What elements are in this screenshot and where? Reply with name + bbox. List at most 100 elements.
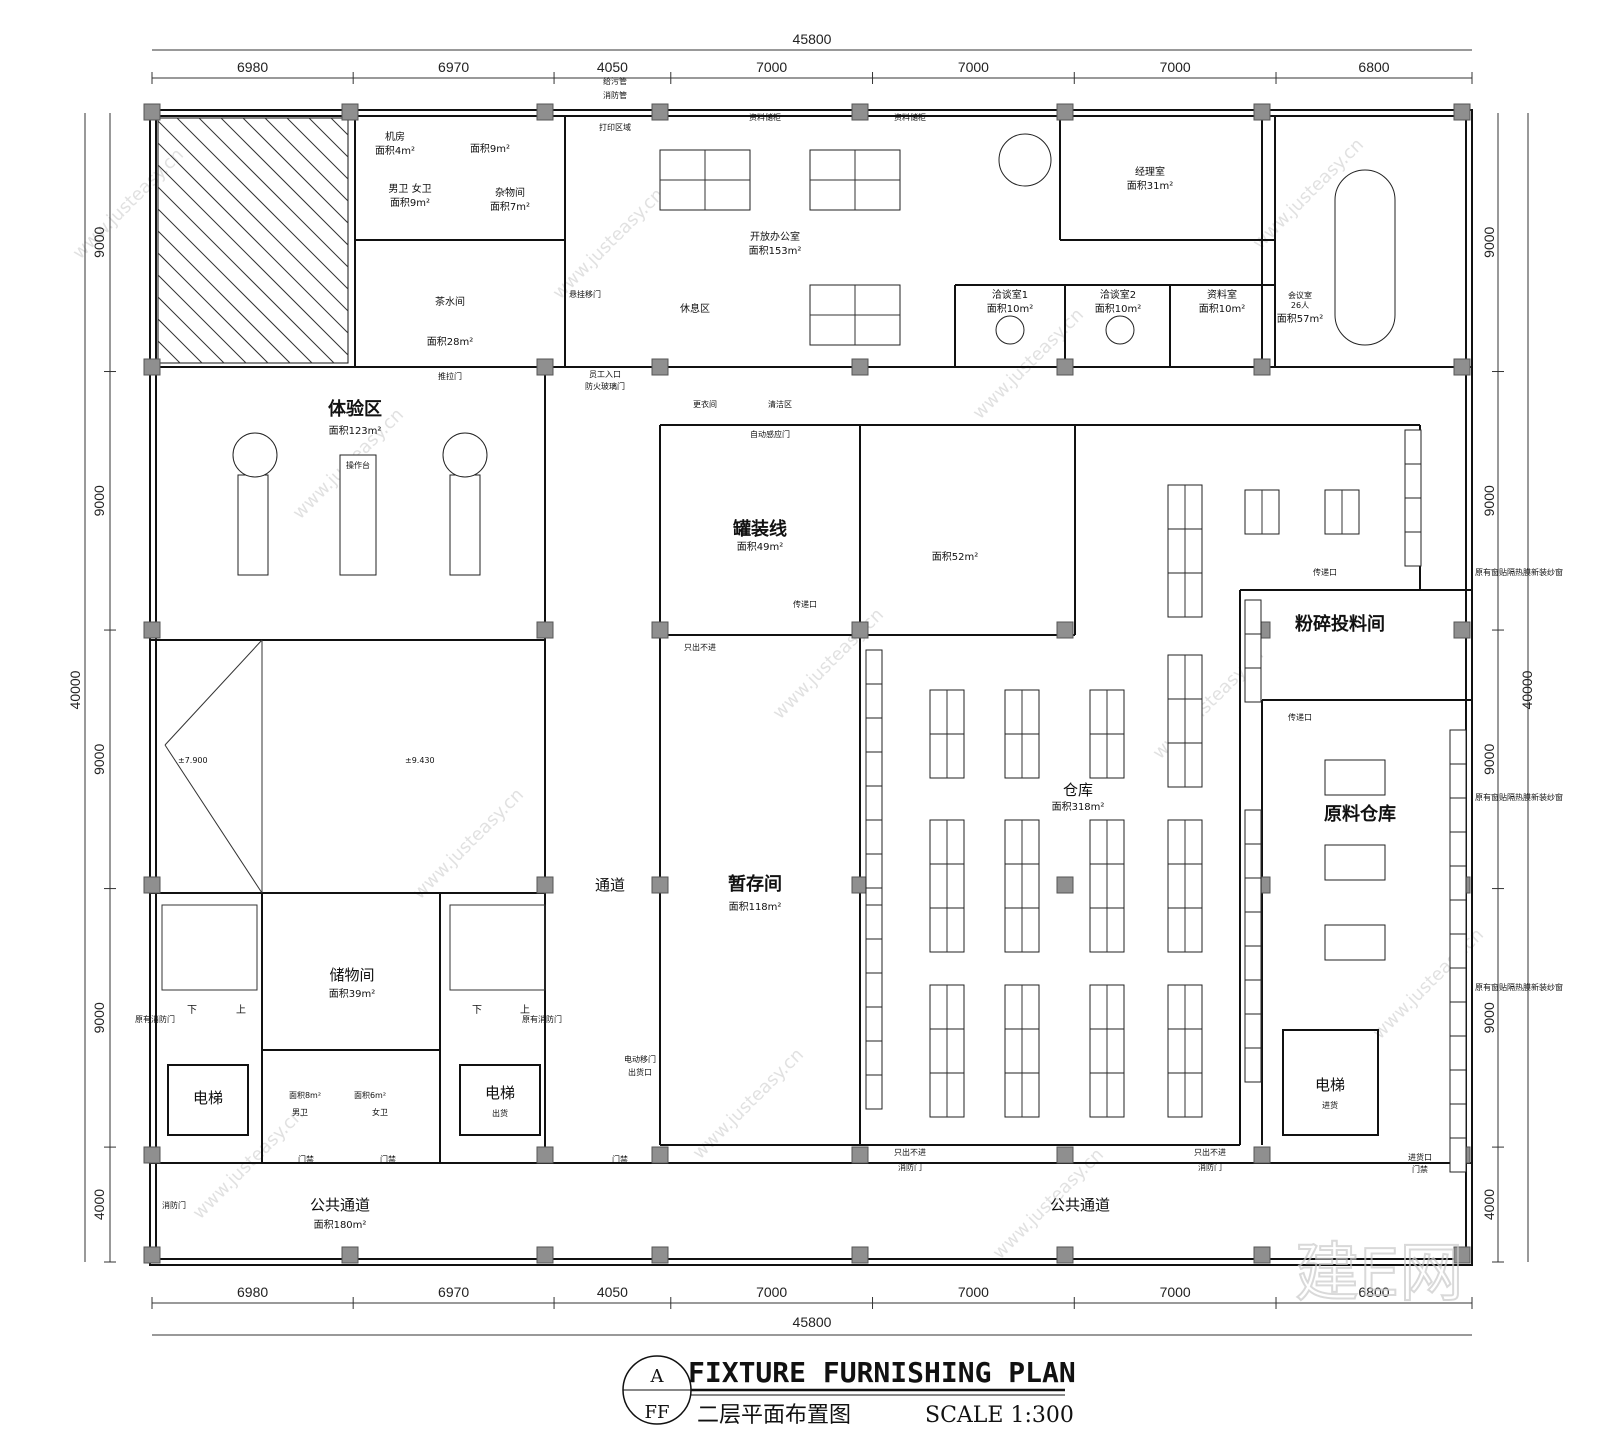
column (651, 621, 669, 639)
dim-label: 7000 (958, 59, 989, 75)
elevator-cab-3 (1282, 1029, 1379, 1136)
wall-rack (865, 1040, 883, 1076)
annotations: 打印区域 给污管 消防管 资料储柜 资料储柜 悬挂移门 推拉门 员工入口 防火玻… (135, 76, 1563, 1210)
column (1453, 1246, 1471, 1264)
dim-label: 6970 (438, 1284, 469, 1300)
room-archive: 资料室 (1207, 288, 1237, 301)
brand-watermark-logo: 建E网 (1295, 1237, 1463, 1311)
dim-label: 4050 (597, 59, 628, 75)
room-manager-area: 面积31m² (1127, 180, 1173, 192)
room-temp-store: 暂存间 (728, 873, 782, 895)
room-warehouse-area: 面积318m² (1052, 801, 1105, 813)
note-ship-door: 出货口 (628, 1067, 652, 1077)
room-meeting: 会议室 (1288, 290, 1312, 300)
elevator-cab-1 (167, 1064, 249, 1136)
note-pass-2: 传递口 (1313, 567, 1337, 577)
wall-rack (1449, 933, 1467, 969)
hatch-line (157, 186, 335, 364)
room-meeting-capacity: 26人 (1291, 301, 1309, 310)
dim-label: 7000 (958, 1284, 989, 1300)
room-temp-store-area: 面积118m² (729, 901, 782, 913)
title-main: FIXTURE FURNISHING PLAN (688, 1356, 1076, 1389)
dim-label: 4000 (1481, 1189, 1497, 1220)
note-pipe-2: 消防管 (603, 90, 627, 100)
column (651, 876, 669, 894)
workstation-cluster-1 (659, 149, 751, 211)
wall-rack (865, 938, 883, 974)
note-door-access-2: 门禁 (380, 1154, 396, 1164)
note-out-only-1: 只出不进 (684, 642, 716, 652)
wc-female-label: 女卫 (372, 1107, 388, 1117)
dimension-left: 40000 (67, 113, 111, 1262)
room-grinding: 粉碎投料间 (1295, 613, 1385, 635)
room-storage-area: 面积39m² (329, 988, 375, 1000)
wall-rack (1244, 633, 1262, 669)
dim-label: 6980 (237, 59, 268, 75)
room-nego2-area: 面积10m² (1095, 303, 1141, 315)
note-fire-door-2: 消防门 (1198, 1162, 1222, 1172)
room-passage: 通道 (595, 876, 625, 894)
hatch-line (157, 340, 181, 364)
warehouse-racks (865, 429, 1467, 1173)
room-canning: 罐装线 (732, 518, 787, 540)
room-canning-area: 面积49m² (737, 541, 783, 553)
wall-rack (1244, 809, 1262, 845)
watermark-text: www.justeasy.cn (409, 784, 528, 903)
hatch-line (157, 164, 349, 356)
watermark-text: www.justeasy.cn (1369, 924, 1488, 1043)
wall-rack (1449, 831, 1467, 867)
room-archive-area: 面积10m² (1199, 303, 1245, 315)
stair-2-up: 上 (520, 1004, 530, 1016)
note-door-access-1: 门禁 (298, 1154, 314, 1164)
dim-label: 7000 (1160, 59, 1191, 75)
room-chashui-area: 面积28m² (427, 336, 473, 348)
hatch-line (157, 252, 269, 364)
dimension-top: 45800 (152, 31, 1472, 79)
wall-rack (865, 683, 883, 719)
hatch-line (157, 230, 291, 364)
overall-width-bottom: 45800 (793, 1314, 832, 1330)
column (1453, 621, 1471, 639)
room-r9-area: 面积9m² (470, 143, 510, 155)
wall-rack (1404, 531, 1422, 567)
note-out-only-3: 只出不进 (1194, 1147, 1226, 1157)
hatch-line (198, 117, 349, 268)
note-shelf-2: 资料储柜 (894, 112, 926, 122)
room-toilet: 男卫 女卫 (388, 182, 431, 195)
elevator-3-sub: 进货 (1322, 1100, 1338, 1110)
column (536, 876, 554, 894)
wc-male-area: 面积8m² (289, 1090, 321, 1100)
column (1453, 358, 1471, 376)
wall-rack (1244, 911, 1262, 947)
wall-rack (865, 785, 883, 821)
elevator-3-label: 电梯 (1315, 1076, 1345, 1094)
note-fire-door-1: 消防门 (898, 1162, 922, 1172)
title-circle-top: A (650, 1366, 665, 1387)
title-block: A FF FIXTURE FURNISHING PLAN 二层平面布置图 SCA… (622, 1355, 1076, 1428)
note-staff-entry: 员工入口 (589, 370, 621, 379)
column (1253, 1146, 1271, 1164)
room-experience-area: 面积123m² (329, 425, 382, 437)
column (651, 1146, 669, 1164)
watermark-text: www.justeasy.cn (549, 184, 668, 303)
dim-label: 7000 (756, 1284, 787, 1300)
title-scale: SCALE 1:300 (925, 1403, 1074, 1428)
hatch-line (330, 117, 349, 136)
room-meeting-area: 面积57m² (1277, 313, 1323, 325)
column (143, 621, 161, 639)
hatch-line (176, 117, 349, 290)
elevator-cab-2 (459, 1064, 541, 1136)
hatch-line (264, 117, 349, 202)
wall-rack (865, 717, 883, 753)
wall-rack (1449, 797, 1467, 833)
room-zawu: 杂物间 (495, 186, 525, 199)
dim-label: 9000 (1481, 226, 1497, 257)
wc-male-label: 男卫 (292, 1108, 308, 1117)
room-open-office: 开放办公室 (750, 230, 800, 243)
note-orig-fire-1: 原有消防门 (135, 1014, 175, 1024)
dim-label: 9000 (91, 226, 107, 257)
hatch-line (157, 208, 313, 364)
stair-2 (449, 904, 546, 991)
column (851, 103, 869, 121)
